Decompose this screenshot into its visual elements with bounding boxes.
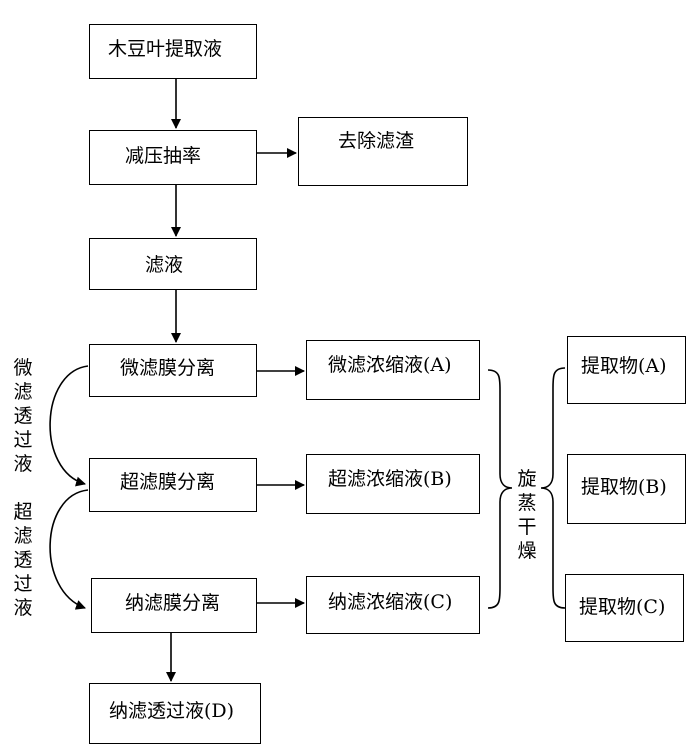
box-nano-sep: 纳滤膜分离 xyxy=(91,578,257,633)
curve-ultra-permeate xyxy=(49,489,89,610)
label-ultra-sep: 超滤膜分离 xyxy=(120,471,216,493)
box-nano-permeate: 纳滤透过液(D) xyxy=(89,683,261,744)
label-filtrate: 滤液 xyxy=(145,254,184,276)
label-micro-conc: 微滤浓缩液(A) xyxy=(328,354,452,376)
box-remove-residue: 去除滤渣 xyxy=(298,117,468,186)
brace-products xyxy=(540,367,566,609)
label-nano-permeate: 纳滤透过液(D) xyxy=(109,700,235,722)
label-product-a: 提取物(A) xyxy=(581,355,667,377)
label-nano-conc: 纳滤浓缩液(C) xyxy=(328,591,453,613)
label-micro-sep: 微滤膜分离 xyxy=(120,357,216,379)
curve-micro-permeate xyxy=(49,365,89,487)
box-nano-conc: 纳滤浓缩液(C) xyxy=(306,576,480,634)
box-product-a: 提取物(A) xyxy=(567,336,686,404)
label-ultra-conc: 超滤浓缩液(B) xyxy=(328,468,452,490)
box-filtrate: 滤液 xyxy=(89,238,257,290)
label-ultra-permeate: 超 滤 透 过 液 xyxy=(13,501,33,619)
brace-concentrates xyxy=(487,369,513,609)
box-ultra-conc: 超滤浓缩液(B) xyxy=(306,454,480,514)
box-micro-sep: 微滤膜分离 xyxy=(89,344,257,397)
label-micro-permeate: 微 滤 透 过 液 xyxy=(13,357,33,475)
label-nano-sep: 纳滤膜分离 xyxy=(125,592,221,614)
label-extract: 木豆叶提取液 xyxy=(108,38,223,60)
label-product-b: 提取物(B) xyxy=(581,476,667,498)
box-product-b: 提取物(B) xyxy=(567,454,686,524)
label-rotary-dry: 旋 蒸 干 燥 xyxy=(517,468,537,562)
box-ultra-sep: 超滤膜分离 xyxy=(89,458,257,512)
box-vacuum-filter: 减压抽率 xyxy=(89,130,257,185)
label-remove-residue: 去除滤渣 xyxy=(338,130,415,152)
label-product-c: 提取物(C) xyxy=(579,596,666,618)
box-extract: 木豆叶提取液 xyxy=(89,24,257,79)
box-product-c: 提取物(C) xyxy=(565,574,684,642)
label-vacuum-filter: 减压抽率 xyxy=(125,145,202,167)
box-micro-conc: 微滤浓缩液(A) xyxy=(306,340,480,400)
